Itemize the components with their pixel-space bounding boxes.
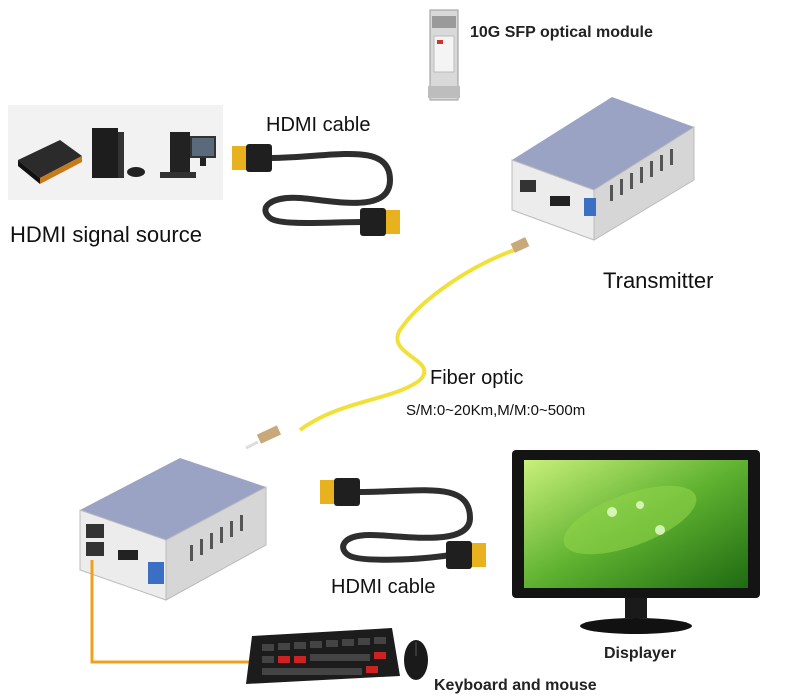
fiber-optic-cable <box>245 237 530 450</box>
hdmi-cable-top-image <box>232 144 400 236</box>
sfp-module-label: 10G SFP optical module <box>470 24 653 41</box>
fiber-spec-label: S/M:0~20Km,M/M:0~500m <box>406 402 586 419</box>
transmitter-label: Transmitter <box>603 268 714 293</box>
receiver-device <box>79 458 267 601</box>
fiber-optic-label: Fiber optic <box>430 367 524 389</box>
keyboard-mouse-label: Keyboard and mouse <box>434 677 597 694</box>
sfp-module-image <box>428 9 460 101</box>
transmitter-device <box>511 97 695 241</box>
display-monitor <box>512 450 760 634</box>
hdmi-cable-top-label: HDMI cable <box>266 114 371 136</box>
usb-cable <box>90 560 250 664</box>
keyboard-mouse-image <box>246 628 428 684</box>
hdmi-cable-bottom-image <box>320 478 486 569</box>
set-top-box-icon <box>18 140 82 184</box>
game-console-icon <box>92 128 145 178</box>
hdmi-cable-bottom-label: HDMI cable <box>331 576 436 598</box>
displayer-label: Displayer <box>604 645 677 662</box>
signal-source-label: HDMI signal source <box>10 222 202 247</box>
signal-source-devices <box>8 105 223 200</box>
desktop-pc-icon <box>160 132 216 178</box>
